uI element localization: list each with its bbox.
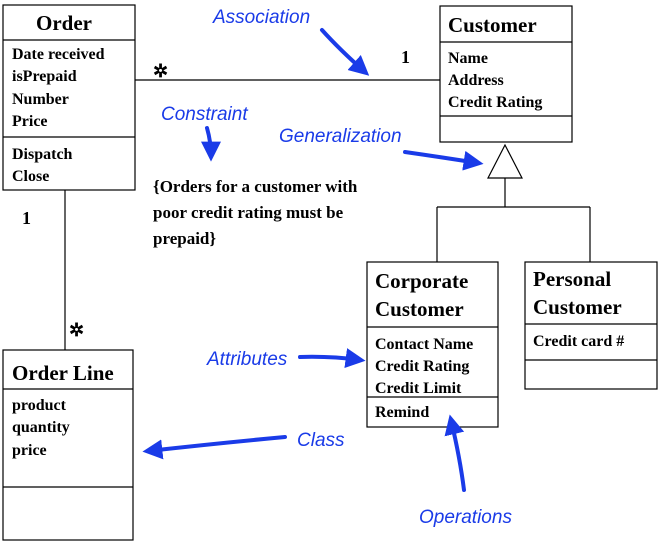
class-customer-name: Customer xyxy=(448,13,537,37)
class-customer-attribute: Name xyxy=(448,50,488,67)
class-personal-customer-name-line2: Customer xyxy=(533,295,622,319)
annotation-generalization: Generalization xyxy=(279,126,402,147)
class-order-operation: Dispatch xyxy=(12,146,73,163)
class-corporate-customer-attribute: Contact Name xyxy=(375,336,473,353)
multiplicity-order-one: 1 xyxy=(22,208,31,228)
class-corporate-customer-attribute: Credit Rating xyxy=(375,358,469,375)
multiplicity-order-many: ✲ xyxy=(153,61,168,81)
operations-pointer-arrow xyxy=(444,414,466,492)
class-corporate-customer-box xyxy=(366,261,499,428)
class-order-line: Order Line product quantity price xyxy=(2,349,134,541)
class-order-attribute: Number xyxy=(12,91,69,108)
class-order: Order Date received isPrepaid Number Pri… xyxy=(2,4,136,191)
attributes-pointer-arrow xyxy=(298,348,366,369)
annotation-constraint: Constraint xyxy=(161,104,248,125)
class-order-line-name: Order Line xyxy=(12,361,114,385)
association-pointer-arrow xyxy=(320,28,370,76)
class-order-name: Order xyxy=(36,11,92,35)
multiplicity-orderline-many: ✲ xyxy=(69,320,84,340)
class-corporate-customer-name-line1: Corporate xyxy=(375,269,468,293)
annotation-class: Class xyxy=(297,430,345,451)
class-corporate-customer-operation: Remind xyxy=(375,404,429,421)
class-pointer-arrow xyxy=(142,435,287,460)
class-order-line-attribute: quantity xyxy=(12,419,70,436)
class-order-line-box xyxy=(2,349,134,541)
annotation-operations: Operations xyxy=(419,507,512,528)
class-order-attribute: Date received xyxy=(12,46,105,63)
multiplicity-customer-one: 1 xyxy=(401,47,410,67)
class-personal-customer: Personal Customer Credit card # xyxy=(524,261,658,390)
class-order-line-attribute: price xyxy=(12,442,47,459)
class-personal-customer-box xyxy=(524,261,658,390)
class-corporate-customer: Corporate Customer Contact Name Credit R… xyxy=(366,261,499,428)
class-personal-customer-name-line1: Personal xyxy=(533,267,611,291)
class-corporate-customer-name-line2: Customer xyxy=(375,297,464,321)
class-order-attribute: Price xyxy=(12,113,48,130)
class-order-operation: Close xyxy=(12,168,49,185)
class-customer-attribute: Address xyxy=(448,72,504,89)
constraint-pointer-arrow xyxy=(200,126,221,162)
annotation-attributes: Attributes xyxy=(206,349,288,370)
constraint-text-line: {Orders for a customer with xyxy=(153,177,358,196)
class-order-line-attribute: product xyxy=(12,397,67,414)
class-personal-customer-attribute: Credit card # xyxy=(533,333,624,350)
class-order-box xyxy=(2,4,136,191)
generalization-triangle xyxy=(487,143,523,179)
annotation-association: Association xyxy=(212,7,310,28)
class-order-attribute: isPrepaid xyxy=(12,68,77,85)
generalization-pointer-arrow xyxy=(403,150,484,171)
class-customer-attribute: Credit Rating xyxy=(448,94,542,111)
class-corporate-customer-attribute: Credit Limit xyxy=(375,380,462,397)
class-customer-box xyxy=(439,5,573,143)
constraint-text-line: prepaid} xyxy=(153,229,216,248)
class-customer: Customer Name Address Credit Rating xyxy=(439,5,573,143)
constraint-text-line: poor credit rating must be xyxy=(153,203,344,222)
